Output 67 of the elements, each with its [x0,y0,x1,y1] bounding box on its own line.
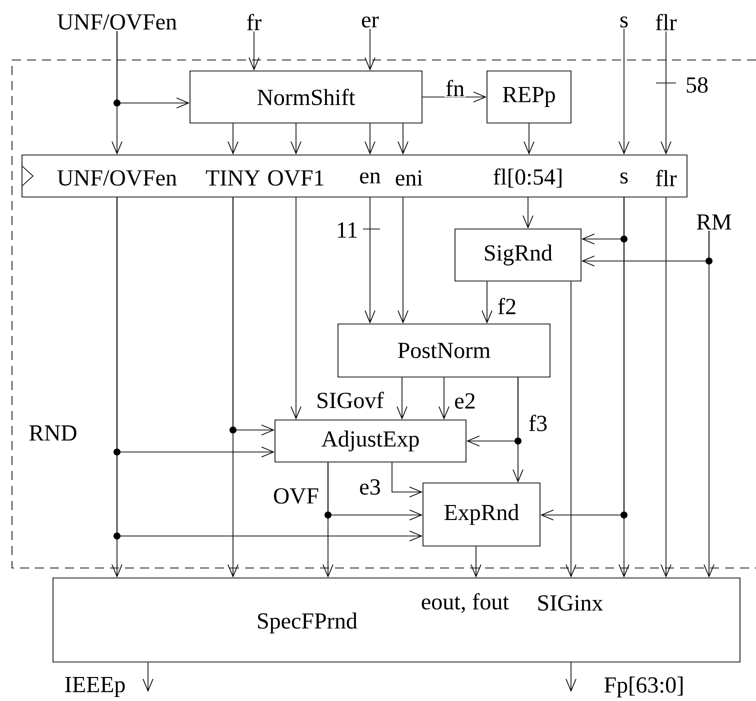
bus-width-label: 58 [686,77,708,93]
edge-label: f2 [496,296,518,316]
port-label: fl[0:54] [494,168,562,188]
arrow [660,31,672,155]
arrow [512,377,524,483]
signal-label: fr [247,14,262,30]
port-label: SIGinx [538,595,603,611]
arrow [142,662,154,692]
arrow [290,123,302,155]
arrow [116,30,190,108]
signal-label: s [620,16,628,28]
arrow [398,123,408,155]
arrow [704,230,714,578]
arrow [228,123,238,155]
edge-label: Fp[63:0] [602,676,686,698]
signal-label: flr [656,14,677,30]
arrow [482,281,492,324]
arrow [618,197,630,578]
arrow [618,28,630,155]
block-label: SpecFPrnd [258,612,358,634]
arrow [228,197,238,578]
arrow [392,462,423,498]
process-box: ExpRnd [422,482,540,546]
edge-label: IEEEp [63,676,127,698]
process-box [52,578,740,662]
arrow [322,462,334,578]
arrow [438,377,450,420]
port-label: s [620,172,628,184]
arrow [566,662,576,692]
arrow [364,28,376,71]
arrow [522,197,534,229]
port-label: TINY [206,170,260,186]
arrow [364,197,376,324]
process-box: REPp [486,70,572,124]
arrow [660,197,672,578]
arrow [398,197,408,324]
edge-label: SIGovf [315,390,385,410]
arrow [422,92,487,102]
port-label: eni [396,170,423,186]
arrow [248,31,260,71]
process-box: PostNorm [338,324,550,378]
edge-label: e3 [358,478,382,496]
port-label: en [360,172,380,184]
port-label: UNF/OVFen [57,170,177,186]
signal-label: UNF/OVFen [57,14,177,30]
port-label: flr [656,170,677,186]
arrow [396,377,408,420]
arrow [112,197,122,578]
edge-label: e2 [453,392,477,410]
register-box [22,154,688,198]
arrow [566,281,576,578]
edge-label: OVF [272,487,320,505]
port-label: eout, fout [422,593,509,613]
signal-label: RM [696,214,732,230]
arrow [470,546,482,578]
edge-label: fn [444,78,466,98]
bus-width-label: 11 [338,222,357,238]
arrow [524,123,534,155]
port-label: OVF1 [268,170,324,186]
process-box: NormShift [190,70,422,124]
process-box: SigRnd [454,228,582,282]
signal-label: er [362,16,379,28]
block-label: RND [29,425,76,441]
arrow [290,197,302,420]
edge-label: f3 [527,414,549,432]
process-box: AdjustExp [274,420,466,462]
arrow [364,123,376,155]
